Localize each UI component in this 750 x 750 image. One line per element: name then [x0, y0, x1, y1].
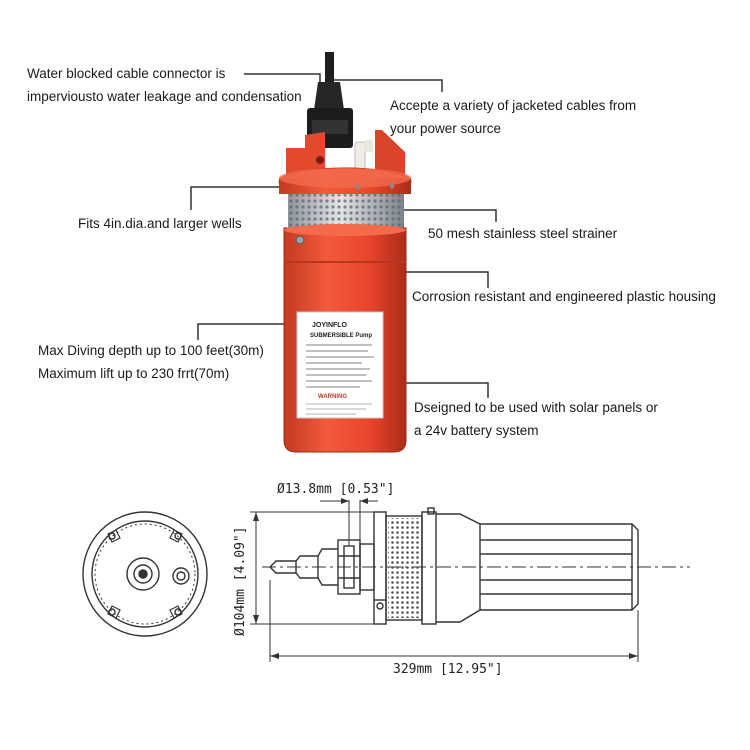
callout-depth: Max Diving depth up to 100 feet(30m) Max… — [38, 339, 264, 385]
dim-body — [250, 511, 374, 625]
callout-cables: Accepte a variety of jacketed cables fro… — [390, 94, 636, 140]
top-bracket — [286, 132, 325, 176]
label-warning-text — [306, 403, 372, 415]
callout-housing-line1: Corrosion resistant and engineered plast… — [412, 289, 716, 304]
callout-strainer: 50 mesh stainless steel strainer — [428, 222, 617, 245]
callout-connector-line2: imperviousto water leakage and condensat… — [27, 89, 302, 104]
leader-lines — [190, 73, 497, 398]
dim-connector — [320, 498, 378, 546]
callout-wells: Fits 4in.dia.and larger wells — [78, 212, 242, 235]
callout-cables-line1: Accepte a variety of jacketed cables fro… — [390, 98, 637, 113]
dim-body-label: Ø104mm [4.09"] — [233, 526, 248, 636]
dim-length-label: 329mm [12.95"] — [393, 662, 503, 677]
end-view — [82, 511, 208, 637]
callout-solar-line2: a 24v battery system — [414, 423, 539, 438]
leader-connector — [244, 73, 321, 90]
top-cap-top — [279, 168, 411, 188]
top-bracket-right — [375, 130, 405, 176]
label-fine-print — [306, 344, 374, 388]
callout-solar-line1: Dseigned to be used with solar panels or — [414, 400, 658, 415]
cable-tip — [325, 52, 334, 82]
label-brand: JOYINFLO — [312, 322, 348, 329]
strainer-mesh — [288, 194, 404, 228]
callout-solar: Dseigned to be used with solar panels or… — [414, 396, 658, 442]
dim-connector-label: Ø13.8mm [0.53"] — [277, 482, 394, 497]
callout-connector: Water blocked cable connector is impervi… — [27, 62, 302, 108]
leader-housing — [398, 271, 489, 288]
callout-depth-line2: Maximum lift up to 230 frrt(70m) — [38, 366, 230, 381]
connector-nut — [312, 120, 348, 134]
housing-top-ring — [284, 224, 406, 236]
callout-depth-line1: Max Diving depth up to 100 feet(30m) — [38, 343, 264, 358]
callout-housing: Corrosion resistant and engineered plast… — [412, 285, 716, 308]
end-view-ribs — [107, 529, 183, 619]
leader-cables — [330, 79, 443, 92]
dim-length — [269, 580, 639, 662]
leader-strainer — [398, 209, 497, 222]
housing-screw-icon — [295, 235, 305, 245]
leader-solar — [386, 382, 489, 398]
cable-gland — [314, 82, 344, 110]
leader-depth — [197, 323, 300, 340]
screw-icon — [355, 184, 361, 190]
label-warning: WARNING — [318, 394, 347, 400]
callout-cables-line2: your power source — [390, 121, 502, 136]
leader-wells — [190, 186, 295, 210]
side-view — [262, 507, 690, 625]
product-label — [296, 311, 384, 419]
pump-illustration: JOYINFLO SUBMERSIBLE Pump WARNING — [278, 52, 412, 453]
screw-icon — [389, 183, 395, 189]
vent-cap — [364, 140, 373, 152]
bracket-hole — [316, 156, 324, 164]
callout-connector-line1: Water blocked cable connector is — [27, 66, 226, 81]
label-product: SUBMERSIBLE Pump — [310, 333, 372, 339]
callout-strainer-line1: 50 mesh stainless steel strainer — [428, 226, 618, 241]
technical-drawing — [82, 498, 690, 662]
callout-wells-line1: Fits 4in.dia.and larger wells — [78, 216, 242, 231]
